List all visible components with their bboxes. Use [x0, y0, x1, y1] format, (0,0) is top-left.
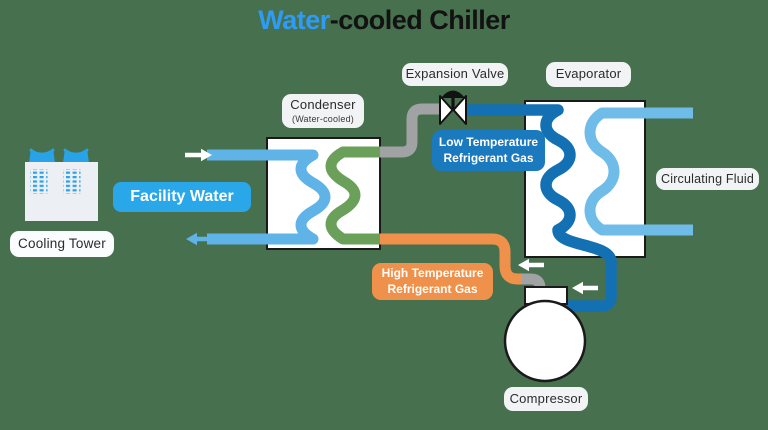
- high-temp-line1: High Temperature: [381, 265, 484, 280]
- liquid-line-pipe: [379, 103, 441, 158]
- low-temp-refrigerant-badge: Low Temperature Refrigerant Gas: [432, 130, 545, 171]
- title-rest: -cooled Chiller: [329, 5, 511, 35]
- circulating-fluid-label: Circulating Fluid: [656, 168, 759, 190]
- tower-fan-icon: [29, 148, 55, 163]
- condenser-label: Condenser (Water-cooled): [282, 94, 364, 128]
- page-title: Water-cooled Chiller: [0, 5, 768, 36]
- tower-vents-left: [30, 169, 48, 194]
- suction-flow-arrow-icon: [572, 281, 598, 295]
- title-highlight: Water: [258, 5, 330, 35]
- return-flow-arrow-icon: [186, 232, 213, 246]
- supply-flow-arrow-icon: [185, 148, 212, 162]
- condenser-sublabel-text: (Water-cooled): [292, 113, 354, 124]
- cooling-tower-label: Cooling Tower: [10, 231, 114, 257]
- high-temp-refrigerant-badge: High Temperature Refrigerant Gas: [372, 263, 493, 300]
- low-temp-line1: Low Temperature: [438, 134, 539, 149]
- evaporator-label: Evaporator: [546, 62, 631, 87]
- facility-water-pipe: [207, 149, 331, 245]
- compressor-label: Compressor: [504, 387, 588, 411]
- compressor-circle: [503, 299, 587, 383]
- valve-right-triangle: [452, 95, 467, 125]
- facility-water-badge: Facility Water: [113, 182, 251, 212]
- discharge-flow-arrow-icon: [518, 258, 544, 272]
- cooling-tower-icon: [25, 148, 98, 221]
- low-temp-refrigerant-pipe: [467, 104, 617, 312]
- high-temp-line2: Refrigerant Gas: [387, 281, 478, 296]
- condenser-coil-pipe: [325, 146, 380, 245]
- expansion-valve-icon: [439, 90, 467, 125]
- circulating-fluid-pipe: [584, 107, 693, 236]
- low-temp-line2: Refrigerant Gas: [443, 150, 534, 165]
- condenser-label-text: Condenser: [290, 96, 356, 112]
- valve-left-triangle: [439, 95, 454, 125]
- valve-cap: [441, 90, 465, 98]
- high-temp-refrigerant-pipe: [380, 233, 524, 285]
- valve-stem: [451, 96, 455, 111]
- tower-vents-right: [63, 169, 81, 194]
- expansion-valve-label: Expansion Valve: [402, 63, 508, 86]
- tower-fan-icon: [63, 148, 89, 163]
